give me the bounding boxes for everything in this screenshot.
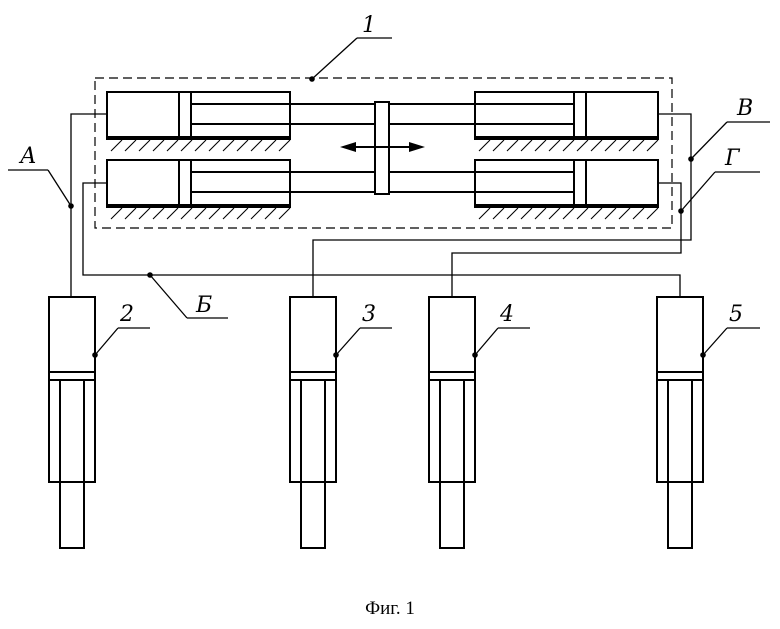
upper-cylinder-pair [107,92,658,137]
hatch-upper-right [475,139,658,151]
hatch-stroke [577,208,588,219]
label-cyl-2: 2 [119,302,134,327]
hatch-stroke [195,140,206,151]
hatch-stroke [139,140,150,151]
hatch-stroke [507,208,518,219]
hatch-stroke [563,140,574,151]
hatch-stroke [181,140,192,151]
hatch-stroke [181,208,192,219]
hatch-stroke [237,208,248,219]
hatch-stroke [279,208,290,219]
figure-caption: Фиг. 1 [365,598,415,619]
cylinder-5 [657,297,703,548]
cylinder-3 [290,297,336,548]
hatch-stroke [223,208,234,219]
hatch-stroke [619,140,630,151]
line-a [71,114,107,297]
leader-b [147,272,228,318]
label-cyl-5: 5 [729,302,743,327]
hatch-stroke [563,208,574,219]
hatch-upper-left [107,139,290,151]
hatch-stroke [521,140,532,151]
hatch-stroke [507,140,518,151]
label-cyl-3: 3 [362,302,376,327]
leader-1 [309,38,392,82]
hatch-stroke [549,140,560,151]
label-line-a: А [18,144,37,169]
hatch-stroke [591,208,602,219]
hatch-stroke [479,208,490,219]
hatch-stroke [521,208,532,219]
hatch-stroke [209,140,220,151]
leader-a [8,170,74,209]
hatch-stroke [493,208,504,219]
hatch-stroke [479,140,490,151]
hatch-stroke [279,140,290,151]
hatch-stroke [591,140,602,151]
hatch-stroke [125,208,136,219]
hatch-stroke [605,140,616,151]
hatch-stroke [535,208,546,219]
hatch-stroke [167,140,178,151]
hatch-stroke [265,208,276,219]
hatch-stroke [195,208,206,219]
leader-2 [92,328,150,358]
label-line-b: Б [195,293,212,318]
hatch-stroke [647,208,658,219]
hatch-stroke [153,208,164,219]
cylinder-2 [49,297,95,548]
hatch-lower-right [475,207,658,219]
double-arrow-icon [340,142,425,152]
cylinder-4 [429,297,475,548]
leader-3 [333,328,392,358]
hatch-stroke [577,140,588,151]
hatch-stroke [251,208,262,219]
hatch-stroke [633,208,644,219]
leader-5 [700,328,760,358]
hatch-stroke [209,208,220,219]
hatch-stroke [265,140,276,151]
hatch-stroke [619,208,630,219]
hatch-stroke [223,140,234,151]
hatch-stroke [111,208,122,219]
hatch-stroke [139,208,150,219]
hatch-stroke [251,140,262,151]
label-line-v: В [736,96,753,121]
hatch-stroke [237,140,248,151]
hatch-lower-left [107,207,290,219]
hatch-stroke [633,140,644,151]
leader-4 [472,328,530,358]
hatch-stroke [167,208,178,219]
hatch-stroke [111,140,122,151]
label-unit-1: 1 [362,13,376,38]
hatch-stroke [125,140,136,151]
hatch-stroke [647,140,658,151]
hatch-stroke [605,208,616,219]
hatch-stroke [549,208,560,219]
label-line-g: Г [724,146,741,171]
hatch-stroke [535,140,546,151]
label-cyl-4: 4 [499,302,514,327]
lower-cylinder-pair [107,160,658,205]
hatch-stroke [153,140,164,151]
hatch-stroke [493,140,504,151]
